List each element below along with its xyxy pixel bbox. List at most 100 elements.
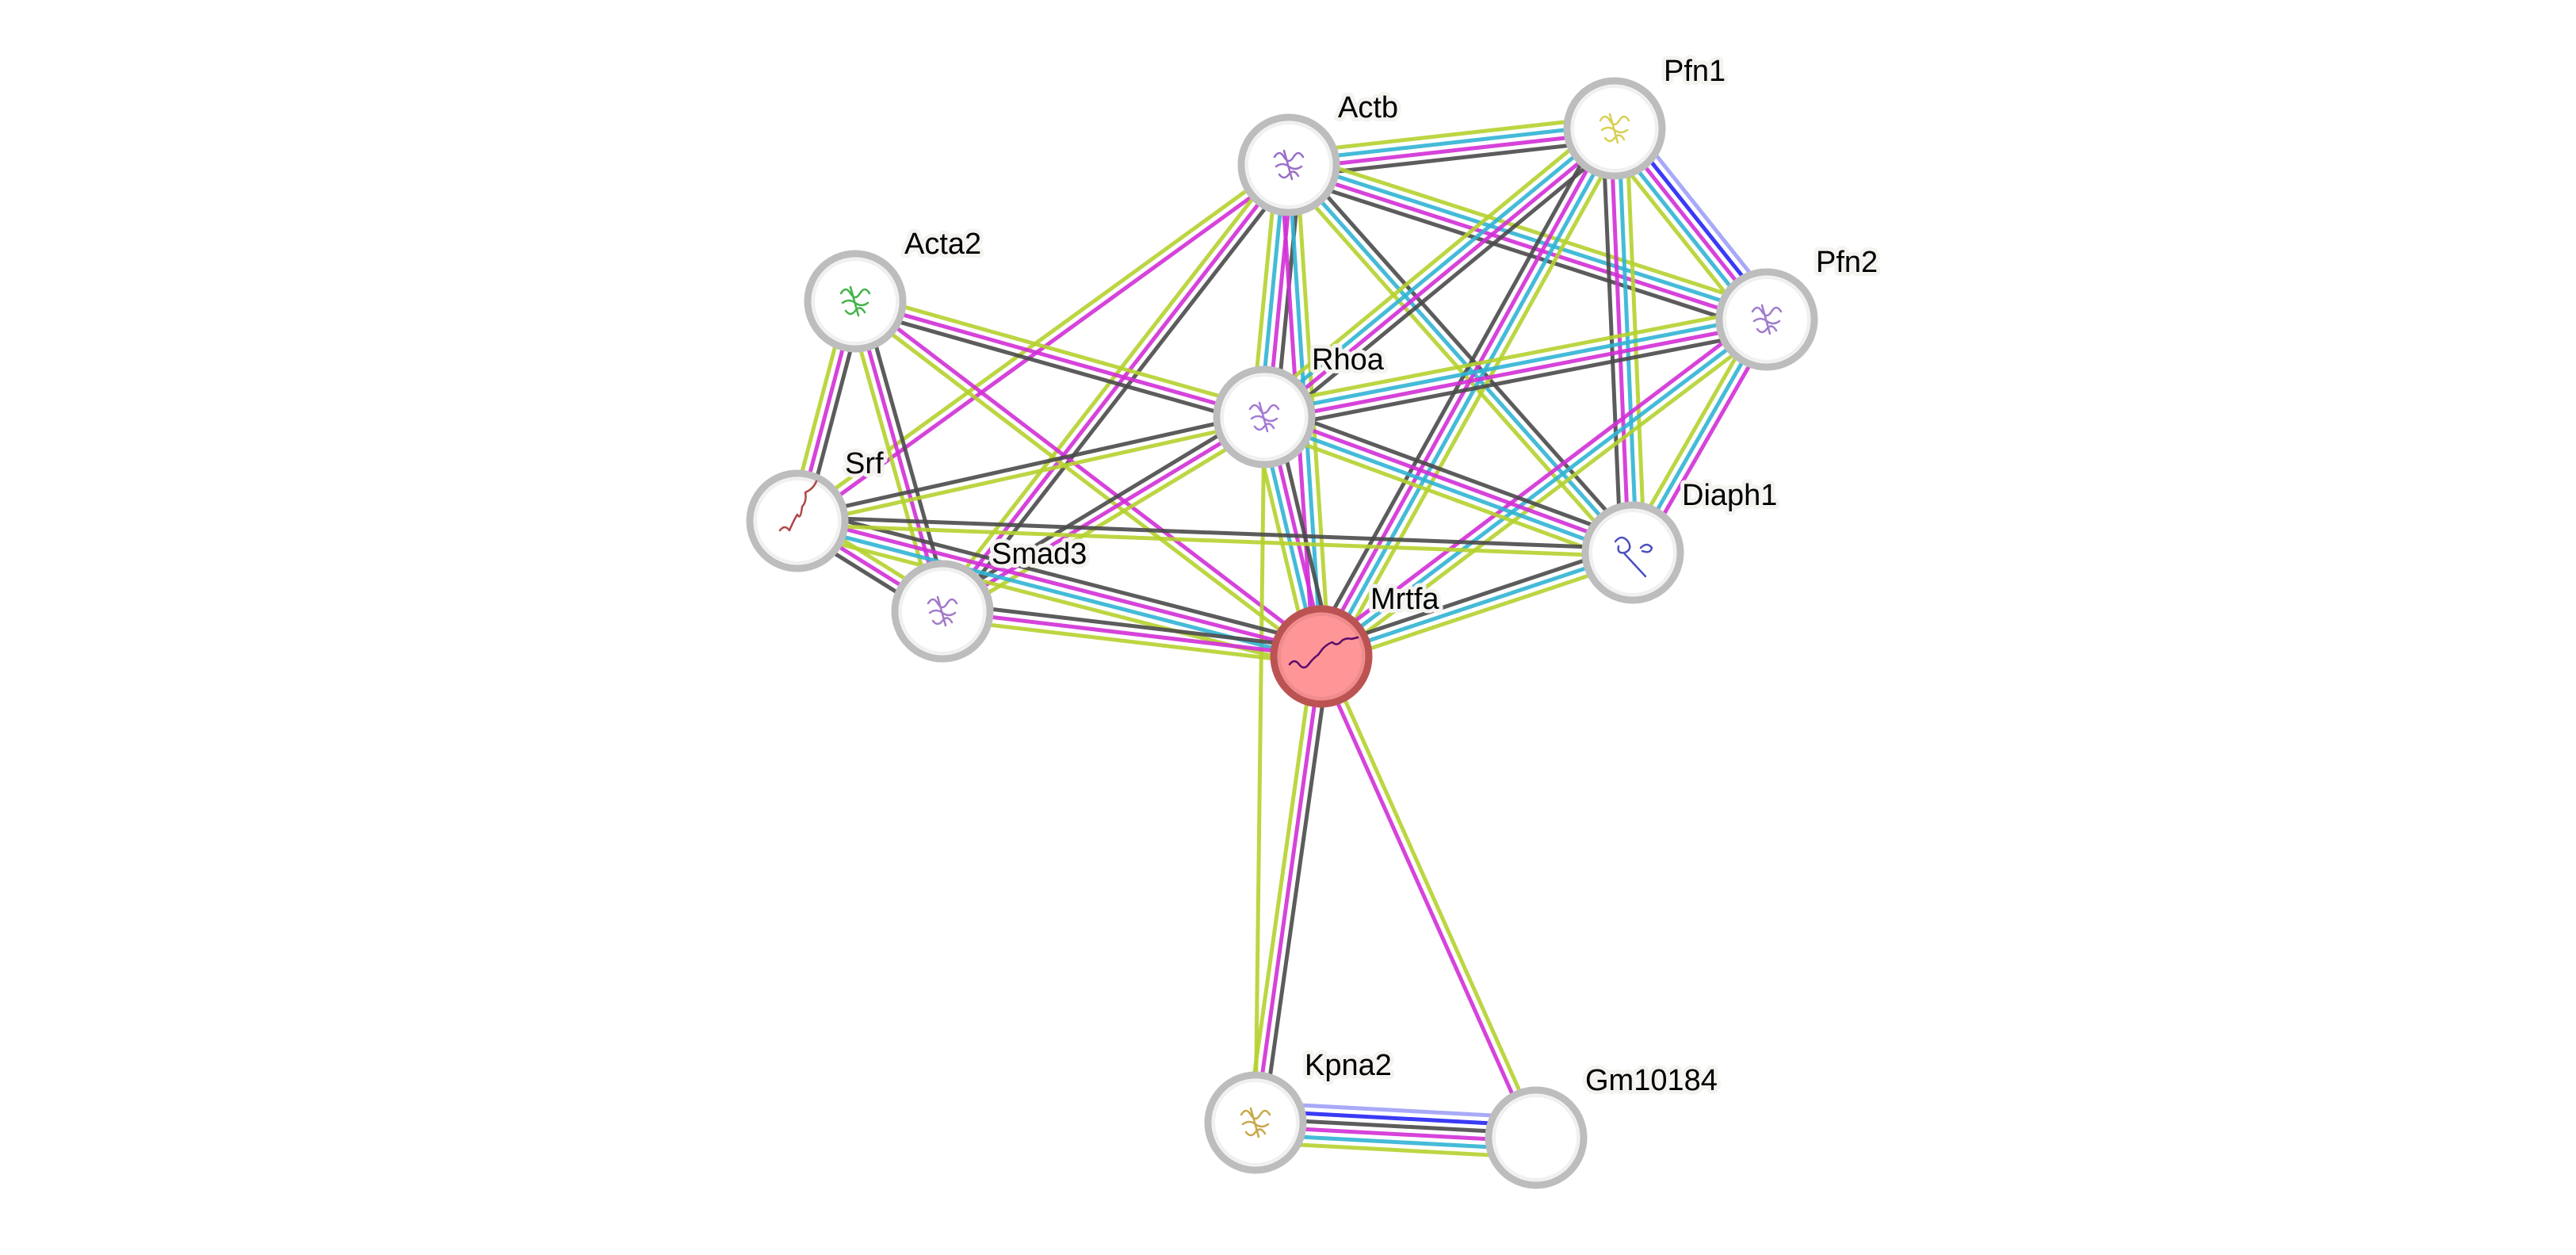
edge-evidence-textmining bbox=[797, 419, 1266, 527]
query-node-circle[interactable] bbox=[1270, 605, 1373, 708]
protein-structure-icon bbox=[1751, 304, 1783, 335]
edge-evidence-textmining bbox=[1245, 655, 1316, 1122]
edge-evidence-textmining bbox=[793, 159, 1288, 519]
nodes-layer bbox=[746, 77, 1818, 1189]
edge-actb-pfn2[interactable] bbox=[1284, 151, 1771, 333]
node-kpna2[interactable] bbox=[1204, 1071, 1307, 1174]
edge-pfn2-mrtfa[interactable] bbox=[1315, 312, 1773, 664]
node-inner-shadow bbox=[1723, 276, 1810, 363]
node-label-pfn1[interactable]: Pfn1 bbox=[1660, 51, 1729, 92]
edge-diaph1-mrtfa[interactable] bbox=[1318, 543, 1636, 666]
protein-structure-icon bbox=[1599, 113, 1630, 144]
edge-evidence-textmining bbox=[941, 617, 1321, 667]
node-label-kpna2[interactable]: Kpna2 bbox=[1301, 1045, 1396, 1086]
node-label-rhoa[interactable]: Rhoa bbox=[1308, 339, 1389, 381]
edge-evidence-known-experimental bbox=[1264, 411, 1635, 551]
edge-evidence-known-experimental bbox=[854, 299, 1265, 419]
edge-evidence-textmining bbox=[1329, 133, 1627, 664]
node-actb[interactable] bbox=[1237, 113, 1340, 216]
protein-structure-icon bbox=[1248, 401, 1280, 433]
edge-mrtfa-gm10184[interactable] bbox=[1316, 653, 1542, 1141]
edge-pfn1-rhoa[interactable] bbox=[1255, 117, 1624, 428]
edge-evidence-predicted-coexpression bbox=[1293, 158, 1641, 549]
node-smad3[interactable] bbox=[891, 560, 994, 663]
edge-evidence-textmining bbox=[851, 302, 1320, 661]
edge-evidence-known-experimental bbox=[1289, 130, 1615, 171]
edge-pfn2-rhoa[interactable] bbox=[1261, 305, 1770, 431]
edge-evidence-known-experimental bbox=[1316, 657, 1535, 1141]
edge-evidence-predicted-coexpression bbox=[1600, 128, 1623, 553]
node-acta2[interactable] bbox=[804, 250, 907, 353]
edge-evidence-known-curated bbox=[1320, 318, 1768, 658]
node-label-diaph1[interactable]: Diaph1 bbox=[1678, 475, 1781, 516]
node-label-pfn2[interactable]: Pfn2 bbox=[1812, 242, 1882, 283]
edge-srf-diaph1[interactable] bbox=[797, 515, 1634, 559]
edge-actb-diaph1[interactable] bbox=[1281, 158, 1641, 560]
edge-evidence-predicted-coexpression bbox=[1284, 174, 1764, 333]
edge-evidence-known-curated bbox=[1263, 313, 1767, 415]
edge-evidence-textmining bbox=[1324, 323, 1773, 664]
edge-evidence-predicted-coexpression bbox=[796, 411, 1264, 519]
node-diaph1[interactable] bbox=[1581, 501, 1684, 604]
edge-evidence-known-curated bbox=[1288, 122, 1615, 163]
edge-evidence-predicted-coexpression bbox=[797, 515, 1634, 551]
node-inner-shadow bbox=[754, 477, 841, 564]
edge-evidence-known-experimental bbox=[942, 609, 1322, 659]
protein-structure-icon bbox=[1273, 149, 1305, 181]
edge-evidence-known-curated bbox=[1616, 128, 1639, 553]
edge-rhoa-srf[interactable] bbox=[796, 411, 1266, 527]
node-label-srf[interactable]: Srf bbox=[841, 443, 888, 484]
node-inner-shadow bbox=[1212, 1079, 1299, 1166]
node-pfn2[interactable] bbox=[1715, 268, 1818, 371]
edge-evidence-known-curated bbox=[1323, 129, 1620, 660]
edge-evidence-predicted-coexpression bbox=[1309, 121, 1607, 652]
edge-evidence-known-experimental bbox=[1253, 656, 1324, 1123]
node-label-gm10184[interactable]: Gm10184 bbox=[1581, 1060, 1722, 1101]
node-label-acta2[interactable]: Acta2 bbox=[900, 224, 985, 265]
node-inner-shadow bbox=[1278, 613, 1365, 700]
edge-evidence-textmining bbox=[857, 291, 1267, 411]
edge-evidence-known-experimental bbox=[1265, 129, 1619, 422]
protein-structure-icon bbox=[1288, 636, 1359, 669]
edge-evidence-textmining bbox=[1255, 117, 1609, 410]
edge-evidence-predicted-coexpression bbox=[1267, 404, 1638, 544]
node-label-mrtfa[interactable]: Mrtfa bbox=[1366, 579, 1443, 620]
edge-evidence-textmining bbox=[1323, 558, 1636, 666]
node-inner-shadow bbox=[812, 258, 899, 345]
edge-evidence-predicted-coexpression bbox=[852, 307, 1263, 427]
node-circle[interactable] bbox=[1485, 1086, 1588, 1189]
protein-structure-icon bbox=[778, 480, 818, 532]
node-pfn1[interactable] bbox=[1563, 77, 1666, 180]
edge-evidence-textmining bbox=[1259, 426, 1630, 566]
node-circle[interactable] bbox=[746, 469, 849, 572]
edge-evidence-predicted-coexpression bbox=[1261, 657, 1332, 1124]
edge-evidence-known-experimental bbox=[856, 297, 1325, 656]
edge-evidence-known-experimental bbox=[1608, 128, 1631, 553]
node-circle[interactable] bbox=[1581, 501, 1684, 604]
edge-smad3-mrtfa[interactable] bbox=[941, 601, 1323, 667]
edge-evidence-textmining bbox=[1261, 305, 1765, 407]
edge-evidence-textmining bbox=[797, 522, 1633, 559]
edge-evidence-predicted-coexpression bbox=[861, 298, 953, 610]
edge-evidence-textmining bbox=[845, 303, 937, 614]
node-label-actb[interactable]: Actb bbox=[1334, 87, 1402, 128]
edge-acta2-rhoa[interactable] bbox=[852, 291, 1267, 427]
edge-acta2-mrtfa[interactable] bbox=[851, 297, 1325, 661]
node-mrtfa[interactable] bbox=[1270, 605, 1373, 708]
edge-evidence-known-experimental bbox=[941, 163, 1290, 613]
edge-evidence-known-curated bbox=[1260, 124, 1614, 416]
node-rhoa[interactable] bbox=[1213, 365, 1316, 469]
node-gm10184[interactable] bbox=[1485, 1086, 1588, 1189]
edge-rhoa-diaph1[interactable] bbox=[1259, 404, 1638, 566]
protein-structure-icon bbox=[927, 595, 958, 627]
node-label-smad3[interactable]: Smad3 bbox=[988, 534, 1091, 575]
edge-evidence-known-curated bbox=[1320, 550, 1634, 659]
node-inner-shadow bbox=[1571, 85, 1658, 172]
edge-evidence-textmining bbox=[1323, 653, 1542, 1137]
edge-mrtfa-kpna2[interactable] bbox=[1245, 655, 1332, 1124]
node-srf[interactable] bbox=[746, 469, 849, 572]
edge-evidence-textmining bbox=[1291, 151, 1771, 311]
protein-structure-icon bbox=[1614, 536, 1653, 578]
